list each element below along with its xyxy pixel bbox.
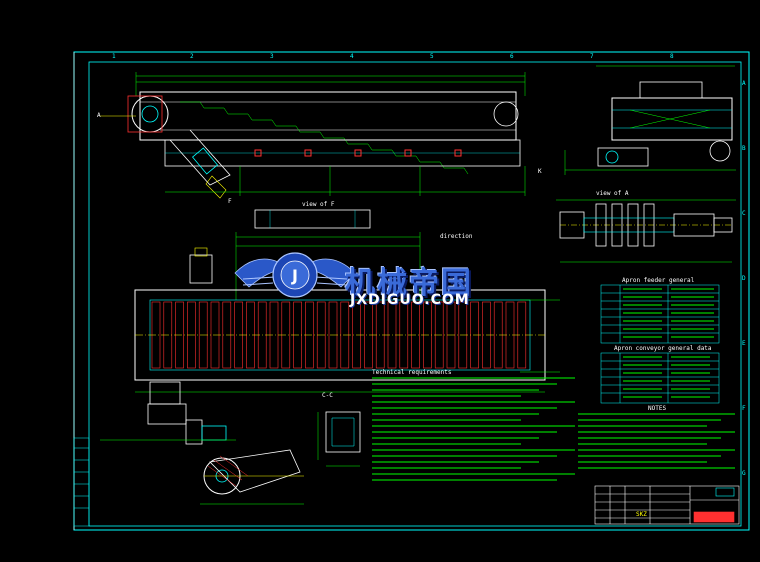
drawing-inner-border [88,61,742,527]
zone-number: 5 [430,53,434,60]
table2-title: Apron conveyor general data [614,345,712,352]
title-block-code: SKZ [636,511,647,518]
shaft-view [556,199,736,263]
section-label: C-C [322,392,333,399]
revision-strip [73,437,90,527]
mark-f: F [228,198,232,205]
title-block [594,485,740,525]
general-table-2 [600,352,720,404]
watermark-logo: J [234,252,356,298]
plan-view [100,209,560,445]
zone-letter: E [742,340,746,347]
zone-number: 1 [112,53,116,60]
zone-number: 3 [270,53,274,60]
view-a-label: view of A [596,190,629,197]
zone-number: 8 [670,53,674,60]
zone-number: 7 [590,53,594,60]
svg-text:J: J [291,266,298,285]
mark-k: K [538,168,542,175]
watermark-url: JXDIGUO.COM [350,292,470,308]
direction-label: direction [440,233,473,240]
zone-number: 4 [350,53,354,60]
section-cc [317,411,361,467]
zone-number: 6 [510,53,514,60]
notes-title: NOTES [648,405,667,412]
zone-number: 2 [190,53,194,60]
zone-letter: F [742,405,746,412]
view-f-label: view of F [302,201,335,208]
watermark-title: 机械帝国 [345,266,473,301]
zone-letter: A [742,80,746,87]
tail-detail [200,449,304,505]
zone-letter: G [742,470,746,477]
table1-title: Apron feeder general [622,277,695,284]
side-view [100,72,526,199]
zone-letter: C [742,210,746,217]
tech-req-title: Technical requirements [372,369,452,376]
end-view [564,65,736,175]
mark-a: A [97,112,101,119]
general-table-1 [600,284,720,344]
zone-letter: D [742,275,746,282]
zone-letter: B [742,145,746,152]
